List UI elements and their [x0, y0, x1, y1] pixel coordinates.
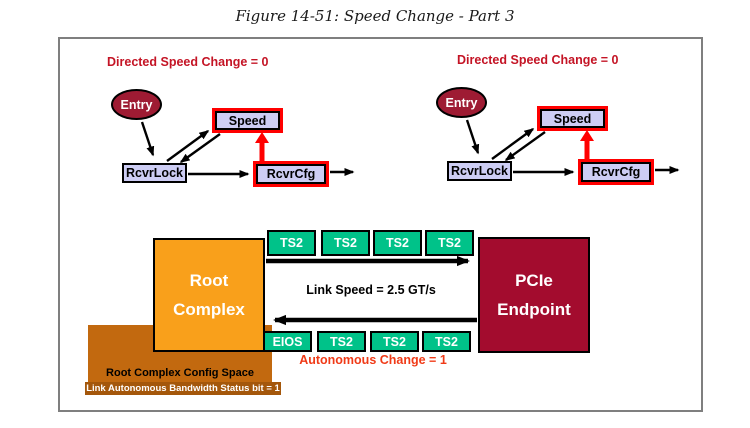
- endpoint-label-line2: Endpoint: [497, 299, 571, 319]
- ts2-ordered-set: TS2: [422, 331, 471, 352]
- directed-speed-change-label: Directed Speed Change = 0: [107, 55, 269, 69]
- speed-to-rcvrlock-arrow: [504, 131, 546, 161]
- ts2-ordered-set: TS2: [425, 230, 474, 256]
- autonomous-change-label: Autonomous Change = 1: [299, 353, 447, 367]
- rcvrlock-state-node: RcvrLock: [122, 163, 187, 183]
- ts2-ordered-set: TS2: [370, 331, 419, 352]
- link-speed-label: Link Speed = 2.5 GT/s: [306, 283, 436, 297]
- speed-change-red-arrowhead: [255, 132, 269, 143]
- endpoint-label-line1: PCIe: [515, 270, 553, 290]
- entry-to-rcvrlock-arrow: [465, 119, 480, 155]
- root-complex-label-line2: Complex: [173, 299, 245, 319]
- state-diagram-left: Directed Speed Change = 0 Entry Speed Rc…: [60, 50, 370, 200]
- rcvrlock-to-speed-arrow: [491, 128, 535, 160]
- rcvrcfg-state-node: RcvrCfg: [256, 164, 326, 184]
- entry-node: Entry: [436, 87, 487, 118]
- rcvrlock-state-node: RcvrLock: [447, 161, 512, 181]
- figure-title: Figure 14-51: Speed Change - Part 3: [235, 7, 515, 25]
- eios-ordered-set: EIOS: [263, 331, 312, 352]
- config-space-title: Root Complex Config Space: [106, 367, 254, 379]
- entry-node: Entry: [111, 89, 162, 120]
- speed-to-rcvrlock-arrow: [179, 133, 221, 163]
- rcvrcfg-state-node: RcvrCfg: [581, 162, 651, 182]
- state-diagram-right: Directed Speed Change = 0 Entry Speed Rc…: [385, 48, 695, 198]
- bandwidth-status-strip: Link Autonomous Bandwidth Status bit = 1: [85, 382, 281, 395]
- ts2-ordered-set: TS2: [373, 230, 422, 256]
- speed-state-node: Speed: [215, 111, 280, 130]
- speed-state-node: Speed: [540, 109, 605, 128]
- ts2-ordered-set: TS2: [317, 331, 366, 352]
- pcie-endpoint-node: PCIe Endpoint: [478, 237, 590, 353]
- ts2-ordered-set: TS2: [267, 230, 316, 256]
- directed-speed-change-label: Directed Speed Change = 0: [457, 53, 619, 67]
- root-complex-node: Root Complex: [153, 238, 265, 352]
- root-complex-label-line1: Root: [189, 270, 229, 290]
- rcvrlock-to-speed-arrow: [166, 130, 210, 162]
- entry-to-rcvrlock-arrow: [140, 121, 155, 157]
- ts2-ordered-set: TS2: [321, 230, 370, 256]
- speed-change-red-arrowhead: [580, 130, 594, 141]
